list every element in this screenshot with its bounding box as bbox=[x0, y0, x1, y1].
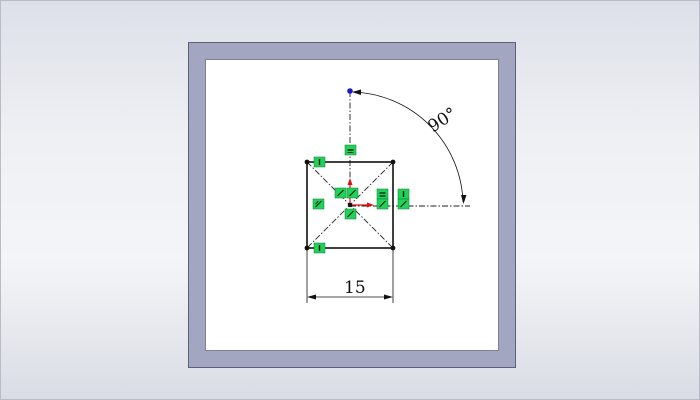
angle-dimension-value[interactable]: 90° bbox=[424, 104, 460, 137]
sketch-square[interactable] bbox=[306, 161, 394, 249]
sketch-origin[interactable] bbox=[347, 178, 375, 208]
width-dimension[interactable]: 15 bbox=[306, 250, 394, 303]
angle-dimension[interactable]: 90° bbox=[352, 89, 467, 205]
midpoint-relation-icon[interactable] bbox=[376, 198, 389, 210]
horizontal-relation-icon[interactable] bbox=[344, 144, 357, 156]
corner-point-top-right[interactable] bbox=[390, 159, 396, 165]
horizontal-relation-icon[interactable] bbox=[376, 188, 389, 200]
midpoint-relation-icon[interactable] bbox=[397, 198, 410, 210]
corner-point-bottom-left[interactable] bbox=[304, 245, 310, 251]
vertical-relation-icon[interactable] bbox=[313, 242, 326, 254]
corner-point-top-left[interactable] bbox=[304, 159, 310, 165]
vertical-relation-icon[interactable] bbox=[313, 156, 326, 168]
midpoint-relation-icon[interactable] bbox=[312, 198, 325, 210]
corner-point-bottom-right[interactable] bbox=[390, 245, 396, 251]
coincident-relation-icon[interactable] bbox=[334, 187, 347, 199]
vertical-relation-icon[interactable] bbox=[397, 188, 410, 200]
midpoint-relation-icon[interactable] bbox=[344, 208, 357, 220]
centerline-endpoint[interactable] bbox=[347, 88, 353, 94]
coincident-relation-icon[interactable] bbox=[346, 187, 359, 199]
width-dimension-value[interactable]: 15 bbox=[344, 278, 366, 298]
